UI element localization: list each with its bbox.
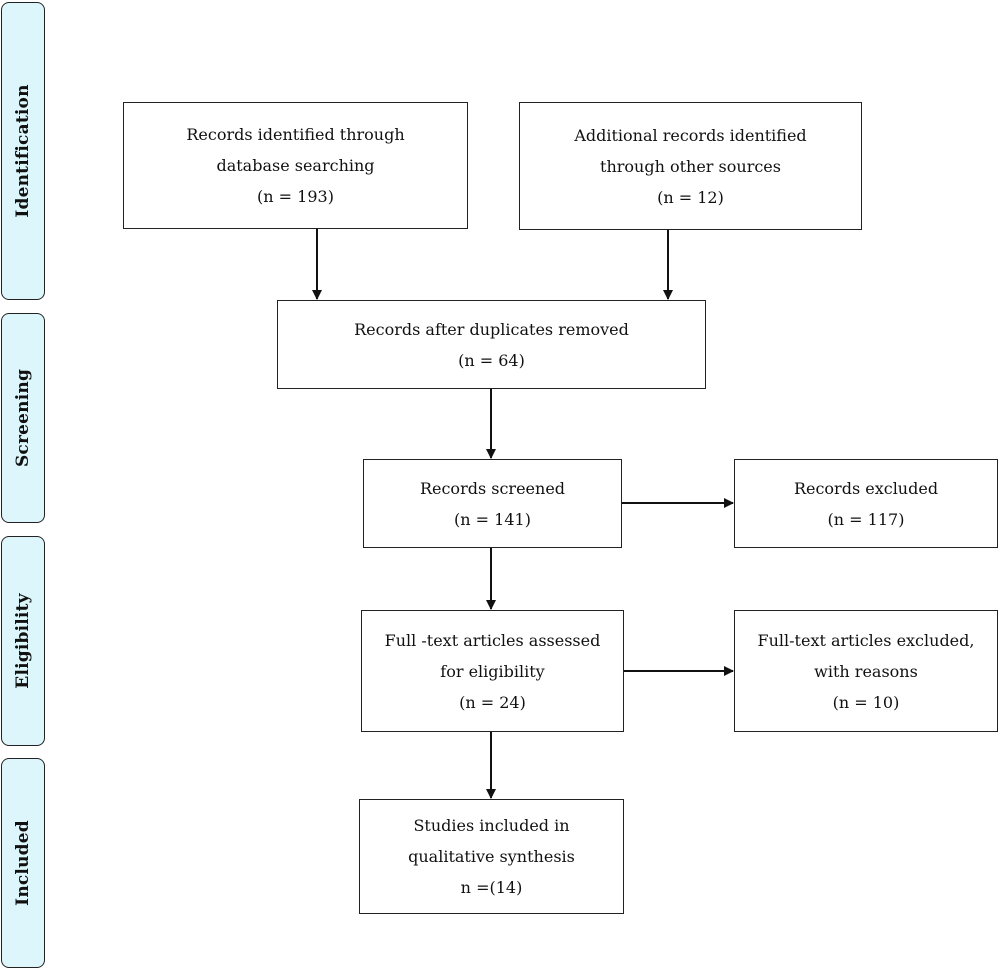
box-count: n =(14) xyxy=(460,878,523,897)
box-text-line: for eligibility xyxy=(440,661,545,681)
box-records-excluded: Records excluded (n = 117) xyxy=(734,459,998,548)
box-count: (n = 117) xyxy=(827,509,905,529)
box-text-line: with reasons xyxy=(814,661,918,681)
box-other-sources: Additional records identified through ot… xyxy=(519,102,862,230)
box-count: (n = 12) xyxy=(657,187,724,207)
phase-eligibility: Eligibility xyxy=(1,536,45,746)
box-database-records: Records identified through database sear… xyxy=(123,102,468,229)
box-full-text-assessed: Full -text articles assessed for eligibi… xyxy=(361,610,624,732)
box-count: (n = 24) xyxy=(459,692,526,712)
phase-identification: Identification xyxy=(1,2,45,300)
box-after-duplicates: Records after duplicates removed (n = 64… xyxy=(277,300,706,389)
box-text-line: qualitative synthesis xyxy=(408,847,575,866)
box-count: (n = 64) xyxy=(458,350,525,370)
box-full-text-excluded: Full-text articles excluded, with reason… xyxy=(734,610,998,732)
box-studies-included: Studies included in qualitative synthesi… xyxy=(359,799,624,914)
box-text-line: through other sources xyxy=(600,156,781,176)
box-count: (n = 193) xyxy=(257,187,334,206)
box-text-line: Records screened xyxy=(419,478,566,498)
box-text-line: Full -text articles assessed xyxy=(384,630,601,650)
phase-included: Included xyxy=(1,758,45,968)
box-count: (n = 10) xyxy=(832,692,900,712)
box-records-screened: Records screened (n = 141) xyxy=(363,459,622,548)
box-count: (n = 141) xyxy=(454,509,531,529)
box-text-line: Records excluded xyxy=(793,478,939,498)
box-text-line: Additional records identified xyxy=(574,125,807,145)
box-text-line: Records identified through xyxy=(186,125,405,144)
phase-screening: Screening xyxy=(1,313,45,523)
box-text-line: Studies included in xyxy=(413,816,570,835)
box-text-line: database searching xyxy=(216,156,375,175)
box-text-line: Full-text articles excluded, xyxy=(757,630,975,650)
box-text-line: Records after duplicates removed xyxy=(354,319,629,339)
